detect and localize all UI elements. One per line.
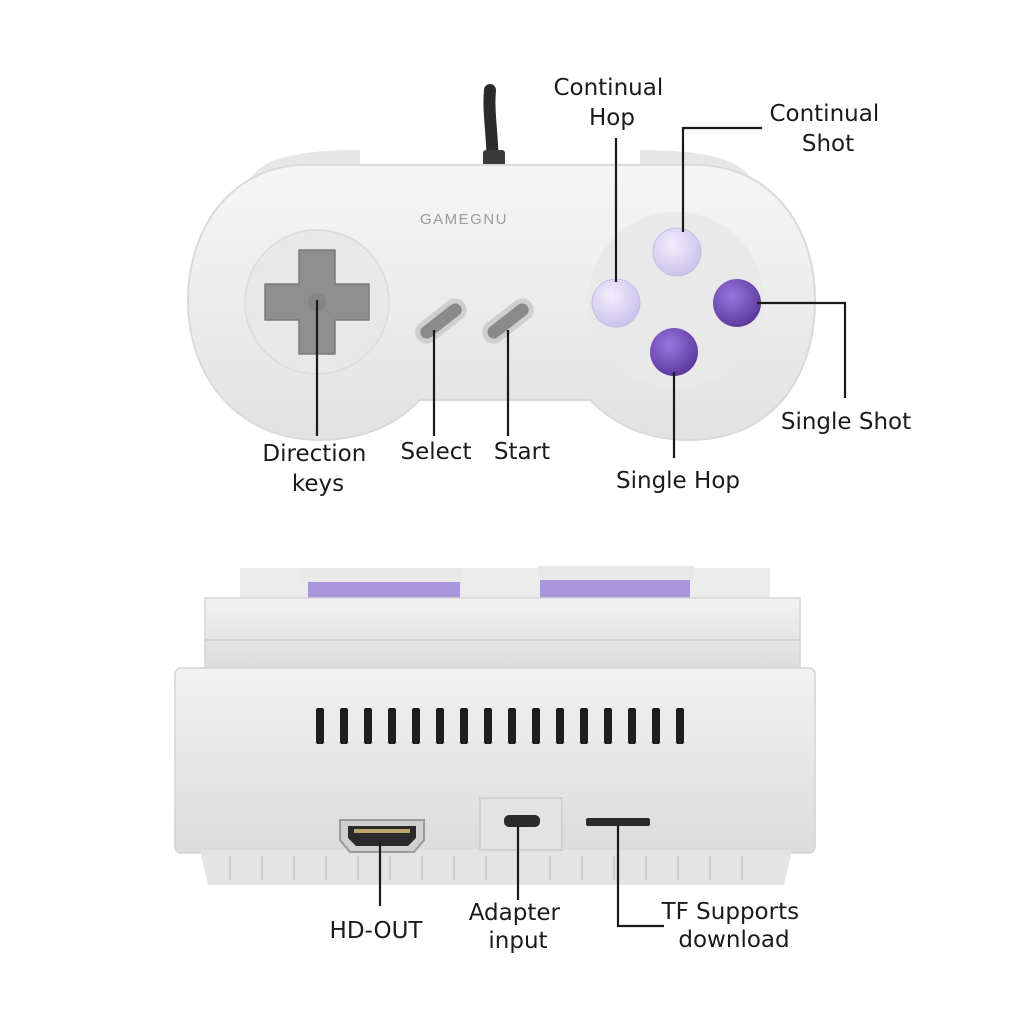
base-ribs [229, 856, 743, 880]
label-single-hop: Single Hop [616, 468, 740, 494]
label-single-shot: Single Shot [781, 409, 911, 435]
label-continual-hop: Continual Hop [553, 75, 670, 131]
label-tf-supports: TF Supports download [661, 899, 807, 953]
select-button[interactable] [414, 297, 468, 344]
console-upper-body [204, 597, 801, 669]
leader-continual-shot [681, 126, 762, 232]
label-direction-keys-line2: keys [292, 471, 344, 497]
hdmi-pins [354, 829, 410, 833]
tf-card-slot-icon[interactable] [586, 818, 650, 826]
leader-tf [616, 826, 664, 928]
label-direction-keys-line1: Direction [262, 441, 366, 467]
vent-grille [316, 708, 684, 744]
left-purple-slot [308, 580, 460, 600]
label-continual-shot-line1: Continual [769, 101, 879, 127]
label-continual-hop-line2: Hop [589, 105, 635, 131]
continual-hop-button[interactable] [591, 278, 641, 328]
console-labels: HD-OUT Adapter input TF Supports downloa… [330, 899, 807, 954]
label-continual-shot: Continual Shot [769, 101, 886, 157]
label-adapter-input: Adapter input [469, 900, 568, 954]
micro-usb-port-icon[interactable] [504, 815, 540, 827]
label-adapter-input-line1: Adapter [469, 900, 561, 926]
start-button[interactable] [481, 297, 535, 344]
label-select: Select [401, 439, 472, 465]
right-slot-cover [538, 566, 694, 580]
face-button-well [588, 212, 764, 388]
label-start: Start [494, 439, 550, 465]
label-tf-supports-line2: download [678, 927, 789, 953]
single-hop-button[interactable] [650, 328, 698, 376]
controller-labels: Continual Hop Continual Shot Single Shot… [262, 75, 911, 497]
label-adapter-input-line2: input [488, 928, 547, 954]
label-hd-out: HD-OUT [330, 918, 424, 944]
label-continual-hop-line1: Continual [553, 75, 663, 101]
controller: GAMEGNU [186, 84, 817, 442]
single-shot-button[interactable] [713, 279, 761, 327]
label-tf-supports-line1: TF Supports [661, 899, 800, 925]
label-continual-shot-line2: Shot [802, 131, 854, 157]
continual-shot-button[interactable] [652, 227, 702, 277]
console-leaders [378, 826, 664, 928]
console [174, 566, 816, 885]
leader-single-shot [757, 301, 847, 398]
brand-logo: GAMEGNU [420, 211, 508, 228]
label-direction-keys: Direction keys [262, 441, 373, 497]
left-slot-cover [300, 568, 462, 582]
console-base [200, 850, 792, 885]
controller-leaders [315, 126, 847, 458]
